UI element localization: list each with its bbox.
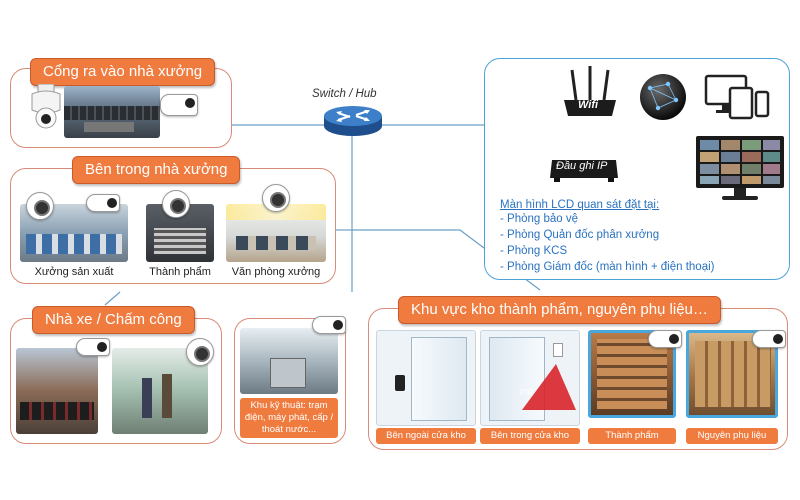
line-parking <box>104 291 121 306</box>
monitor-title: Màn hình LCD quan sát đặt tại: <box>500 199 660 211</box>
gate-label: Cổng ra vào nhà xưởng <box>30 58 216 86</box>
inside-door-caption: Bên trong cửa kho <box>480 428 580 444</box>
hub-label: Switch / Hub <box>312 88 377 100</box>
monitor-item: - Phòng Giám đốc (màn hình + điện thoại) <box>500 261 715 273</box>
inside-label: Bên trong nhà xưởng <box>72 156 241 184</box>
client-devices-icon <box>704 74 770 122</box>
office-caption: Văn phòng xưởng <box>231 266 321 278</box>
parking-photo <box>16 348 98 434</box>
bullet-camera-icon <box>86 194 120 212</box>
bullet-camera-icon <box>76 338 110 356</box>
finished-warehouse-photo <box>588 330 676 418</box>
gate-photo <box>64 86 160 138</box>
monitor-item: - Phòng KCS <box>500 245 568 257</box>
nvr-label: Đầu ghi IP <box>556 160 608 172</box>
internet-globe-icon <box>638 72 688 122</box>
wifi-label: Wifi <box>578 99 599 111</box>
pir-sensor-icon <box>516 364 576 410</box>
ptz-camera-icon <box>26 83 66 132</box>
tech-area-photo <box>240 328 338 394</box>
ceiling-camera-icon <box>262 184 290 212</box>
production-caption: Xưởng sản xuất <box>34 266 114 278</box>
lcd-monitor-icon <box>696 136 784 202</box>
bullet-camera-icon <box>648 330 682 348</box>
dome-camera-icon <box>186 338 214 366</box>
materials-warehouse-caption: Nguyên phụ liệu <box>686 428 778 444</box>
dome-camera-icon <box>26 192 54 220</box>
dome-camera-icon <box>162 190 190 218</box>
nvr-icon <box>548 156 620 184</box>
pir-label: PIR <box>520 388 534 397</box>
wifi-router-icon <box>562 66 618 118</box>
bullet-camera-icon <box>312 316 346 334</box>
tech-area-caption: Khu kỹ thuật: trạm điện, máy phát, cấp /… <box>240 398 338 438</box>
monitor-item: - Phòng Quản đốc phân xưởng <box>500 229 660 241</box>
office-photo <box>226 204 326 262</box>
parking-label: Nhà xe / Chấm công <box>32 306 195 334</box>
outside-door-caption: Bên ngoài cửa kho <box>376 428 476 444</box>
monitor-item: - Phòng bảo vệ <box>500 213 579 225</box>
finished-warehouse-caption: Thành phẩm <box>588 428 676 444</box>
bullet-camera-icon <box>752 330 786 348</box>
warehouse-label: Khu vực kho thành phẩm, nguyên phụ liệu… <box>398 296 721 324</box>
finished-goods-caption: Thành phẩm <box>149 266 211 278</box>
bullet-camera-icon <box>160 94 198 116</box>
outside-door-photo <box>376 330 476 426</box>
switch-hub-icon <box>322 104 384 138</box>
